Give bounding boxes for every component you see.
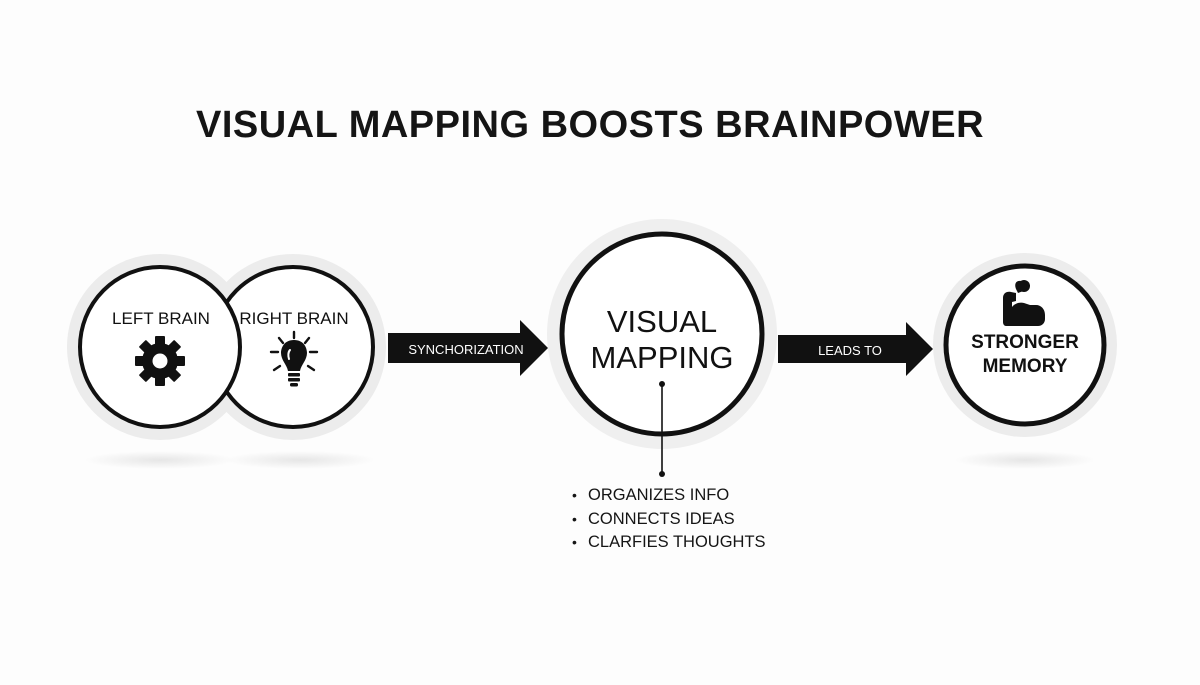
sync-arrow-label: SYNCHORIZATION [408,342,523,357]
memory-shadow [955,451,1095,469]
memory-circle [943,263,1107,427]
leads-arrow: LEADS TO [778,322,933,376]
benefit-item: CLARFIES THOUGHTS [572,531,766,555]
sync-arrow: SYNCHORIZATION [388,320,548,376]
connector-dot-bottom [659,471,665,477]
benefit-item: ORGANIZES INFO [572,484,766,508]
left-brain-shadow [85,451,235,469]
benefit-item: CONNECTS IDEAS [572,508,766,532]
gear-icon [135,336,185,386]
right-brain-label: RIGHT BRAIN [239,309,348,328]
diagram-title: VISUAL MAPPING BOOSTS BRAINPOWER [195,104,985,146]
visual-mapping-line1: VISUAL [607,304,717,339]
benefits-list: ORGANIZES INFO CONNECTS IDEAS CLARFIES T… [572,484,766,555]
memory-line2: MEMORY [983,356,1068,377]
flexed-arm-icon [1003,280,1045,326]
lightbulb-icon [269,330,319,387]
right-brain-shadow [225,451,375,469]
memory-line1: STRONGER [971,332,1079,353]
left-brain-label: LEFT BRAIN [112,309,210,328]
visual-mapping-line2: MAPPING [591,340,734,375]
leads-arrow-label: LEADS TO [818,343,882,358]
